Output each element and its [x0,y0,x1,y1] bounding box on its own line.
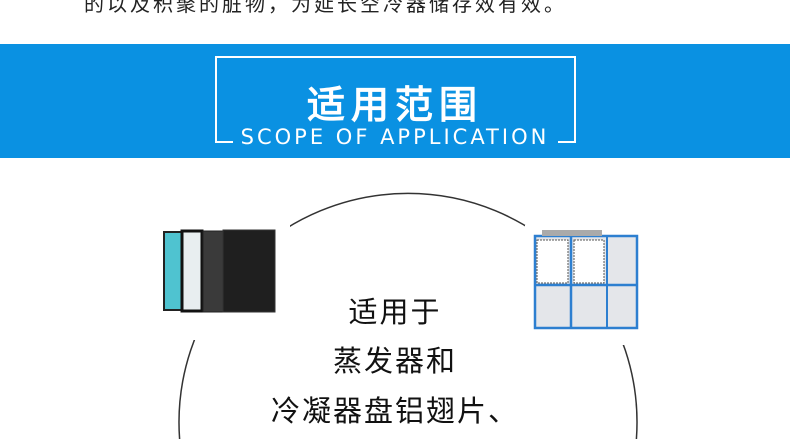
section-subtitle: SCOPE OF APPLICATION [240,125,550,149]
content-line: 蒸发器和 [332,344,457,378]
condenser-unit-image [525,225,645,345]
content-line: 适用于 [348,295,442,329]
frame-line [558,141,576,143]
content-line: 冷凝器盘铝翅片、 [270,394,519,428]
frame-line [215,56,217,143]
frame-line [215,56,576,58]
frame-line [574,56,576,143]
section-banner: 适用范围 SCOPE OF APPLICATION [0,44,790,158]
intro-text: 的以及积聚的脏物，为延长空冷器储存效有效。 [84,0,567,16]
section-title: 适用范围 [306,83,483,127]
filter-panels-image [150,222,290,340]
frame-line [215,141,233,143]
